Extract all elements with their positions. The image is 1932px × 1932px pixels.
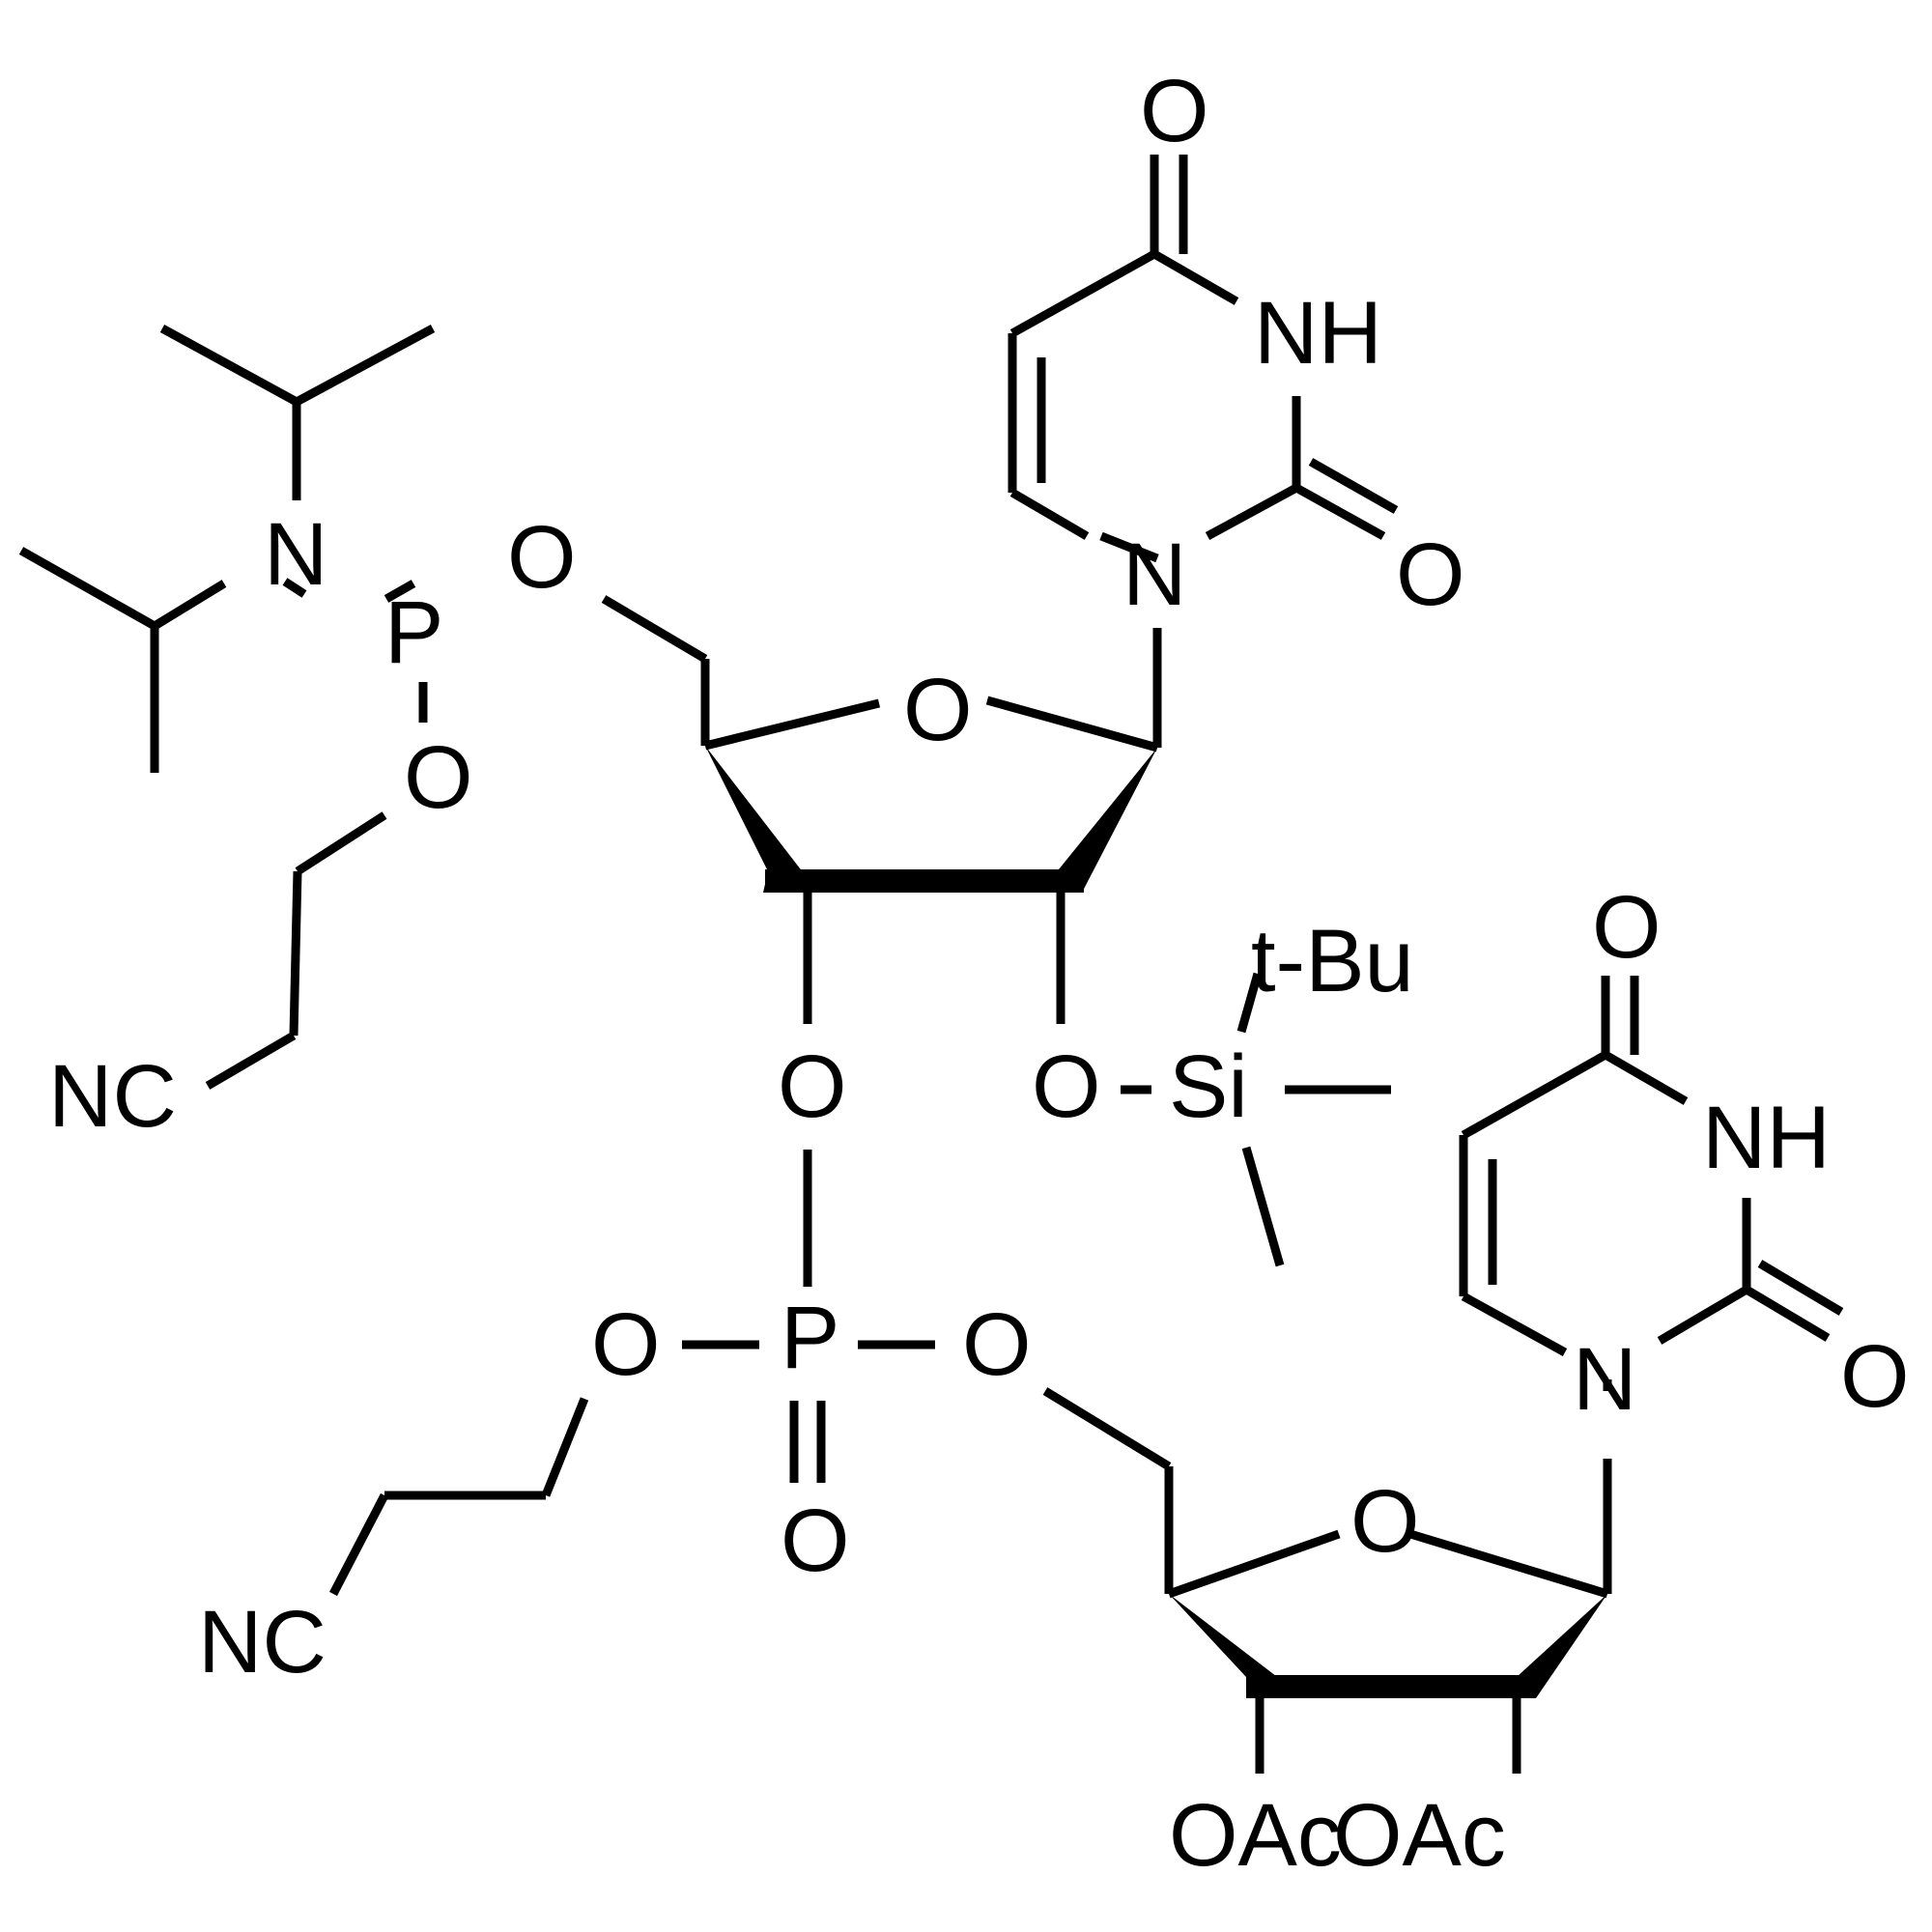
amidite-o5-label: O: [507, 508, 577, 607]
silyl-tert-butyl-label: t-Bu: [1251, 912, 1414, 1010]
phosphate-o-right-label: O: [962, 1295, 1032, 1394]
sugar-1-o3-label: O: [778, 1037, 847, 1136]
sugar-1-o2-label: O: [1032, 1037, 1101, 1136]
phosphate-oxo-label: O: [781, 1492, 850, 1590]
cyanoethyl-2-nitrile-label: NC: [198, 1593, 327, 1691]
phosphate-phosphorus-label: P: [781, 1289, 839, 1387]
cyanoethyl-1-nitrile-label: NC: [48, 1047, 177, 1146]
uracil-2-n3h-label: NH: [1702, 1089, 1831, 1187]
uracil-1-o4-label: O: [1140, 62, 1209, 160]
uracil-1-o2-label: O: [1396, 526, 1465, 624]
amidite-nitrogen-label: N: [264, 505, 327, 604]
tbdms-methyls: [1236, 972, 1391, 1267]
uracil-2-o4-label: O: [1592, 878, 1662, 977]
uracil-2: [1459, 976, 1844, 1391]
sugar-1-ring-oxygen-label: O: [903, 661, 973, 759]
cyanoethyl-chain-2: [329, 1397, 589, 1597]
amidite-o-cyanoethyl-label: O: [404, 728, 473, 827]
sugar-2-2-oac-label: OAc: [1333, 1786, 1506, 1885]
cyanoethyl-chain-1: [205, 811, 387, 1090]
uracil-1-n1-label: N: [1122, 526, 1186, 624]
silyl-silicon-label: Si: [1169, 1037, 1248, 1136]
uracil-2-o2-label: O: [1840, 1327, 1910, 1426]
amidite-phosphorus-label: P: [384, 583, 443, 682]
uracil-1-n3h-label: NH: [1254, 284, 1382, 383]
sugar-2-3-oac-label: OAc: [1169, 1786, 1342, 1885]
phosphate-o-left-label: O: [591, 1295, 661, 1394]
uracil-1: [1008, 155, 1399, 563]
ribose-1: [601, 595, 1162, 1024]
uracil-2-n1-label: N: [1573, 1330, 1636, 1429]
ribose-2: [1042, 1387, 1612, 1774]
sugar-2-ring-oxygen-label: O: [1350, 1472, 1420, 1571]
diisopropylamino-group: [18, 325, 436, 773]
